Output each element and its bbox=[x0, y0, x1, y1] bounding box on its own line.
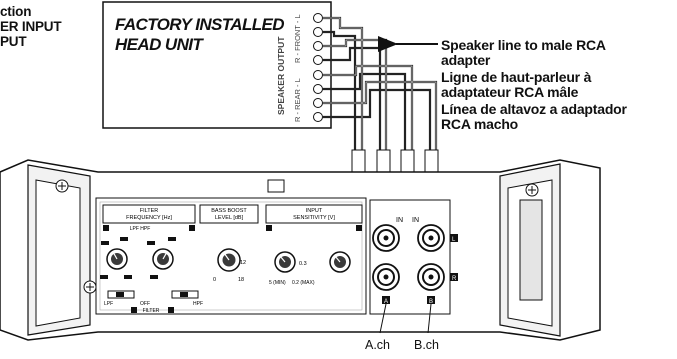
right-slot bbox=[519, 199, 543, 301]
sensitivity-knob-a[interactable] bbox=[274, 251, 296, 273]
input-jack-panel bbox=[369, 199, 451, 315]
caption-spanish-line-2: RCA macho bbox=[441, 116, 519, 132]
sensitivity-knob-b[interactable] bbox=[329, 251, 351, 273]
svg-text:B: B bbox=[429, 299, 433, 305]
filter-scale-marks bbox=[100, 237, 176, 279]
filter-mode-label: LPF HPF bbox=[130, 226, 151, 232]
jack-l-label: L bbox=[452, 237, 456, 243]
caption-english-line-2: adapter bbox=[441, 52, 491, 68]
caption-block: Speaker line to male RCA adapter Ligne d… bbox=[441, 38, 677, 132]
speaker-output-label: SPEAKER OUTPUT bbox=[276, 36, 286, 115]
filter-switch-b[interactable] bbox=[171, 290, 199, 299]
terminal-front-r-minus bbox=[313, 55, 323, 65]
filter-frequency-label: FREQUENCY [Hz] bbox=[126, 215, 172, 221]
input-sensitivity-label: SENSITIVITY [V] bbox=[293, 215, 335, 221]
callout-line-b bbox=[427, 303, 432, 334]
bass-boost-knob[interactable] bbox=[217, 248, 241, 272]
heading-line-1: ction bbox=[0, 4, 32, 19]
filter-knob-b[interactable] bbox=[152, 248, 174, 270]
caption-french-line-1: Ligne de haut-parleur à bbox=[441, 69, 592, 85]
callout-line-a bbox=[379, 303, 387, 334]
sensitivity-max-label: 0.2 (MAX) bbox=[292, 280, 315, 286]
terminal-front-r-plus bbox=[313, 41, 323, 51]
switch-off-label: OFF bbox=[140, 301, 150, 307]
terminal-front-l-plus bbox=[313, 13, 323, 23]
channel-a-tag-filter bbox=[131, 307, 137, 313]
terminal-front-l-minus bbox=[313, 27, 323, 37]
bass-min-label: 0 bbox=[213, 277, 216, 283]
jack-r-label: R bbox=[452, 276, 457, 282]
input-in-label: IN bbox=[396, 217, 403, 224]
terminal-rear-l-minus bbox=[313, 84, 323, 94]
section-heading: ction ER INPUT PUT bbox=[0, 4, 62, 49]
svg-text:A: A bbox=[384, 299, 388, 305]
terminal-rear-l-plus bbox=[313, 70, 323, 80]
channel-a-jack-tag bbox=[382, 296, 390, 304]
bass-boost-title: BASS BOOST bbox=[211, 208, 247, 214]
bass-12-label: 12 bbox=[240, 260, 246, 266]
speaker-wires bbox=[323, 16, 438, 150]
power-indicator bbox=[267, 179, 285, 193]
front-channel-label: R - FRONT - L bbox=[293, 14, 302, 63]
caption-french-line-2: adaptateur RCA mâle bbox=[441, 84, 579, 100]
sensitivity-min-label: 5 (MIN) bbox=[269, 280, 286, 286]
heading-line-2: ER INPUT bbox=[0, 19, 62, 34]
amplifier: FILTER FREQUENCY [Hz] LPF HPF BASS BOOST… bbox=[0, 159, 601, 341]
rca-jack-a-r[interactable] bbox=[372, 263, 400, 291]
terminal-rear-r-plus bbox=[313, 98, 323, 108]
caption-spanish-line-1: Línea de altavoz a adaptador bbox=[441, 101, 627, 117]
head-unit-title-line-1: FACTORY INSTALLED bbox=[115, 15, 285, 34]
input-sensitivity-title: INPUT bbox=[306, 208, 323, 214]
head-unit-title: FACTORY INSTALLED HEAD UNIT bbox=[115, 15, 285, 55]
filter-footer-label: FILTER bbox=[143, 308, 160, 314]
channel-b-tag-filter bbox=[168, 307, 174, 313]
head-unit-box bbox=[102, 1, 332, 129]
rca-jack-a-l[interactable] bbox=[372, 224, 400, 252]
input-in-label-b: IN bbox=[412, 217, 419, 224]
caption-english-line-1: Speaker line to male RCA bbox=[441, 37, 606, 53]
speaker-terminals bbox=[313, 13, 323, 122]
rca-jack-b-r[interactable] bbox=[417, 263, 445, 291]
sensitivity-mid-label: 0.3 bbox=[299, 261, 307, 267]
filter-knob-a[interactable] bbox=[106, 248, 128, 270]
rear-channel-label: R - REAR - L bbox=[293, 78, 302, 122]
head-unit: SPEAKER OUTPUT R - FRONT - L R - REAR - … bbox=[102, 1, 332, 129]
bass-18-label: 18 bbox=[238, 277, 244, 283]
channel-b-label: B.ch bbox=[414, 338, 440, 352]
head-unit-title-line-2: HEAD UNIT bbox=[115, 35, 203, 54]
channel-a-label: A.ch bbox=[365, 338, 391, 352]
filter-title: FILTER bbox=[140, 208, 159, 214]
heading-line-3: PUT bbox=[0, 34, 27, 49]
switch-lpf-label: LPF bbox=[104, 301, 113, 307]
switch-hpf-label: HPF bbox=[193, 301, 203, 307]
terminal-rear-r-minus bbox=[313, 112, 323, 122]
channel-b-jack-tag bbox=[427, 296, 435, 304]
rca-jack-b-l[interactable] bbox=[417, 224, 445, 252]
filter-switch-a[interactable] bbox=[107, 290, 135, 299]
bass-boost-level-label: LEVEL [dB] bbox=[215, 215, 244, 221]
speaker-wires-highlight bbox=[323, 17, 437, 150]
